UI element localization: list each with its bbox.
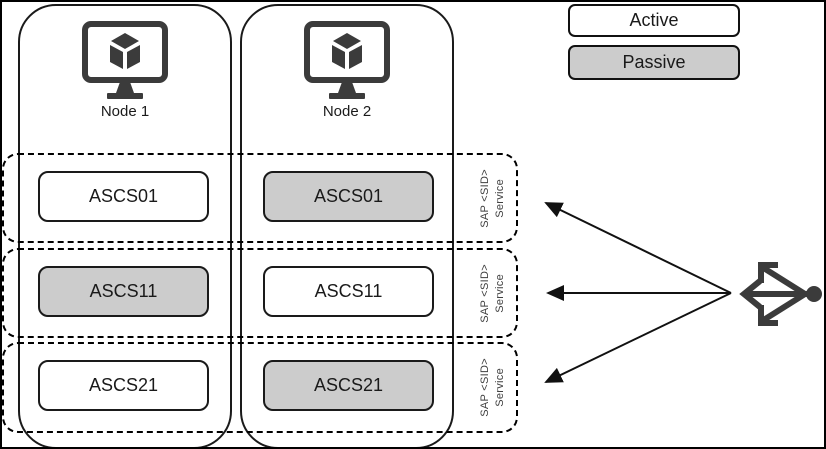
node-label: Node 2 <box>322 103 372 120</box>
monitor-cube-icon <box>82 21 168 99</box>
legend-passive-box: Passive <box>568 45 740 80</box>
service-group-label-line2: Service <box>494 368 506 407</box>
legend-active-box: Active <box>568 4 740 37</box>
service-group-row-ascs01: ASCS01 ASCS01 SAP <SID> Service <box>2 153 518 243</box>
service-group-label-line1: SAP <SID> <box>479 263 491 323</box>
service-group-label-line1: SAP <SID> <box>479 168 491 228</box>
node-1-header: Node 1 <box>79 20 171 120</box>
node-2-container: Node 2 <box>240 4 454 447</box>
load-balancer-icon <box>739 262 822 326</box>
arrow-to-row-1 <box>544 202 732 294</box>
node-label: Node 1 <box>100 103 150 120</box>
arrow-to-row-3 <box>544 292 732 383</box>
ascs21-node1-box: ASCS21 <box>38 360 209 411</box>
service-group-label: SAP <SID> Service <box>479 344 506 431</box>
node-1-container: Node 1 <box>18 4 232 447</box>
service-group-row-ascs11: ASCS11 ASCS11 SAP <SID> Service <box>2 248 518 338</box>
monitor-cube-icon <box>304 21 390 99</box>
service-group-label-line1: SAP <SID> <box>479 358 491 417</box>
ascs11-node2-box: ASCS11 <box>263 266 434 317</box>
service-group-label-line2: Service <box>494 273 506 313</box>
ascs01-node1-box: ASCS01 <box>38 171 209 222</box>
ascs01-node2-box: ASCS01 <box>263 171 434 222</box>
legend: Active Passive <box>568 4 740 80</box>
node-2-header: Node 2 <box>301 20 393 120</box>
ascs11-node1-box: ASCS11 <box>38 266 209 317</box>
service-group-row-ascs21: ASCS21 ASCS21 SAP <SID> Service <box>2 342 518 433</box>
service-group-label: SAP <SID> Service <box>479 250 506 336</box>
ascs21-node2-box: ASCS21 <box>263 360 434 411</box>
service-group-label-line2: Service <box>494 178 506 218</box>
service-group-label: SAP <SID> Service <box>479 155 506 241</box>
